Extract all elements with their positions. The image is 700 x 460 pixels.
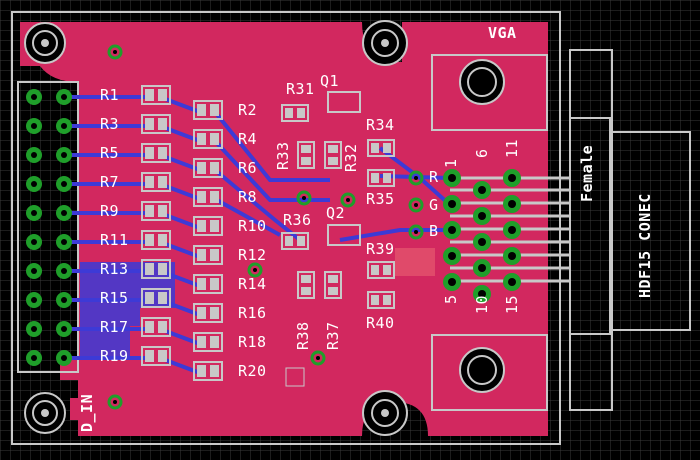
resistor-r13: [141, 259, 171, 279]
r31-label: R31: [286, 80, 315, 98]
resistor-label-r3: R3: [100, 115, 120, 133]
q2-label: Q2: [326, 204, 346, 222]
r38-label: R38: [294, 321, 312, 350]
via: [247, 262, 263, 278]
r37-label: R37: [324, 321, 342, 350]
resistor-r16: [193, 303, 223, 323]
r40-label: R40: [366, 314, 395, 332]
vias: [107, 44, 424, 410]
resistor-label-r16: R16: [238, 304, 267, 322]
resistor-r19: [141, 346, 171, 366]
pin-10-label: 10: [473, 294, 491, 314]
misc-components: [281, 91, 395, 387]
resistor-footprints: [141, 85, 223, 381]
resistor-r17: [141, 317, 171, 337]
resistor-label-r13: R13: [100, 260, 129, 278]
r36-label: R36: [283, 211, 312, 229]
pin-6-label: 6: [473, 148, 491, 158]
r39-label: R39: [366, 240, 395, 258]
via: [310, 350, 326, 366]
resistor-label-r14: R14: [238, 275, 267, 293]
pin-1-label: 1: [442, 158, 460, 168]
resistor-label-r5: R5: [100, 144, 120, 162]
resistor-r20: [193, 361, 223, 381]
r34-label: R34: [366, 116, 395, 134]
resistor-label-r19: R19: [100, 347, 129, 365]
resistor-label-r18: R18: [238, 333, 267, 351]
via: [107, 394, 123, 410]
blue-signal-label: B: [429, 222, 439, 240]
resistor-label-r15: R15: [100, 289, 129, 307]
copper-island: [395, 248, 435, 276]
resistor-r1: [141, 85, 171, 105]
r35-label: R35: [366, 190, 395, 208]
via: [408, 224, 424, 240]
pin-11-label: 11: [503, 138, 521, 158]
resistor-r11: [141, 230, 171, 250]
mounting-holes: [24, 20, 408, 436]
resistor-r3: [141, 114, 171, 134]
resistor-r5: [141, 143, 171, 163]
female-label: Female: [578, 144, 596, 202]
resistor-label-r8: R8: [238, 188, 258, 206]
resistor-r4: [193, 129, 223, 149]
resistor-label-r6: R6: [238, 159, 258, 177]
resistor-label-r4: R4: [238, 130, 258, 148]
copper-pour-bottom: [80, 262, 175, 360]
resistor-r18: [193, 332, 223, 352]
red-signal-label: R: [429, 168, 439, 186]
vga-label: VGA: [488, 24, 517, 42]
resistor-r7: [141, 172, 171, 192]
header-connector: [17, 81, 79, 373]
via: [340, 192, 356, 208]
resistor-label-r7: R7: [100, 173, 120, 191]
r33-label: R33: [274, 141, 292, 170]
resistor-label-r1: R1: [100, 86, 120, 104]
resistor-label-r20: R20: [238, 362, 267, 380]
resistor-label-r10: R10: [238, 217, 267, 235]
connector-label: HDF15 CONEC: [636, 193, 654, 298]
via: [107, 44, 123, 60]
resistor-label-r2: R2: [238, 101, 258, 119]
via: [408, 197, 424, 213]
resistor-r8: [193, 187, 223, 207]
vga-pads: [443, 169, 521, 303]
resistor-label-r9: R9: [100, 202, 120, 220]
r32-label: R32: [342, 143, 360, 172]
resistor-label-r11: R11: [100, 231, 129, 249]
green-signal-label: G: [429, 196, 439, 214]
d-in-label: D_IN: [78, 393, 96, 432]
resistor-label-r12: R12: [238, 246, 267, 264]
resistor-r10: [193, 216, 223, 236]
resistor-r14: [193, 274, 223, 294]
header-pads: [26, 89, 72, 366]
resistor-r9: [141, 201, 171, 221]
q1-label: Q1: [320, 72, 340, 90]
vga-connector-outline: [431, 49, 691, 411]
resistor-r12: [193, 245, 223, 265]
via: [408, 170, 424, 186]
resistor-r2: [193, 100, 223, 120]
resistor-r6: [193, 158, 223, 178]
pin-15-label: 15: [503, 294, 521, 314]
resistor-label-r17: R17: [100, 318, 129, 336]
resistor-r15: [141, 288, 171, 308]
pin-5-label: 5: [442, 294, 460, 304]
via: [296, 190, 312, 206]
